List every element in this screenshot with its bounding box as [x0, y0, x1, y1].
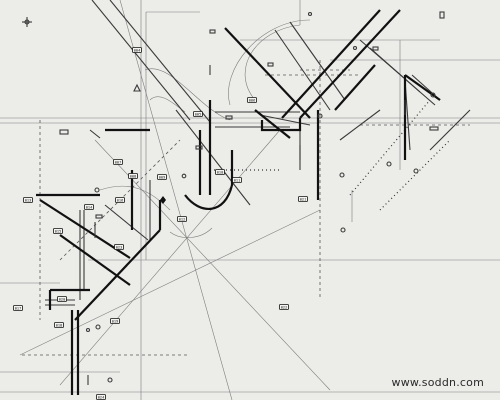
reference-label: 017 — [13, 305, 23, 311]
reference-label-text: 018 — [56, 323, 63, 327]
reference-label-text: 011 — [234, 178, 241, 182]
reference-label: 019 — [110, 318, 120, 324]
reference-label: 021 — [298, 196, 308, 202]
reference-label: 004 — [132, 47, 142, 53]
reference-label-text: 009 — [159, 175, 166, 179]
reference-label: 023 — [114, 244, 124, 250]
watermark-text: www.soddn.com — [391, 376, 484, 389]
reference-label-text: 006 — [249, 98, 256, 102]
reference-label: 007 — [113, 159, 123, 165]
reference-label: 008 — [128, 173, 138, 179]
reference-label-text: 005 — [195, 112, 202, 116]
reference-label-text: 019 — [112, 319, 119, 323]
reference-label-text: 008 — [130, 174, 137, 178]
reference-label: 016 — [115, 197, 125, 203]
reference-label: 013 — [23, 197, 33, 203]
reference-label-text: 020 — [59, 297, 66, 301]
reference-label-text: 023 — [116, 245, 123, 249]
reference-label-text: 022 — [281, 305, 288, 309]
reference-label-text: 021 — [300, 197, 307, 201]
reference-label-text: 016 — [117, 198, 124, 202]
reference-label-text: 017 — [15, 306, 22, 310]
reference-label: 022 — [279, 304, 289, 310]
reference-label-text: 010 — [217, 170, 224, 174]
reference-label-text: 004 — [134, 48, 141, 52]
reference-label: 020 — [57, 296, 67, 302]
map-symbols — [22, 11, 445, 385]
reference-label: 014 — [84, 204, 94, 210]
reference-label: 011 — [232, 177, 242, 183]
reference-label: 010 — [215, 169, 225, 175]
reference-label: 018 — [54, 322, 64, 328]
reference-label-text: 014 — [86, 205, 93, 209]
reference-label-text: 024 — [98, 395, 105, 399]
reference-label-text: 007 — [115, 160, 122, 164]
reference-label: 005 — [193, 111, 203, 117]
reference-label: 012 — [177, 216, 187, 222]
reference-label: 006 — [247, 97, 257, 103]
reference-label: 024 — [96, 394, 106, 400]
reference-label: 015 — [53, 228, 63, 234]
reference-label: 009 — [157, 174, 167, 180]
reference-label-text: 012 — [179, 217, 186, 221]
reference-label-text: 013 — [25, 198, 32, 202]
reference-label-text: 015 — [55, 229, 62, 233]
road-edges — [45, 0, 471, 306]
reference-labels: 004 005 006 007 008 009 010 011 012 013 014 015 016 0… — [13, 47, 308, 400]
main-road-lines — [36, 9, 441, 395]
